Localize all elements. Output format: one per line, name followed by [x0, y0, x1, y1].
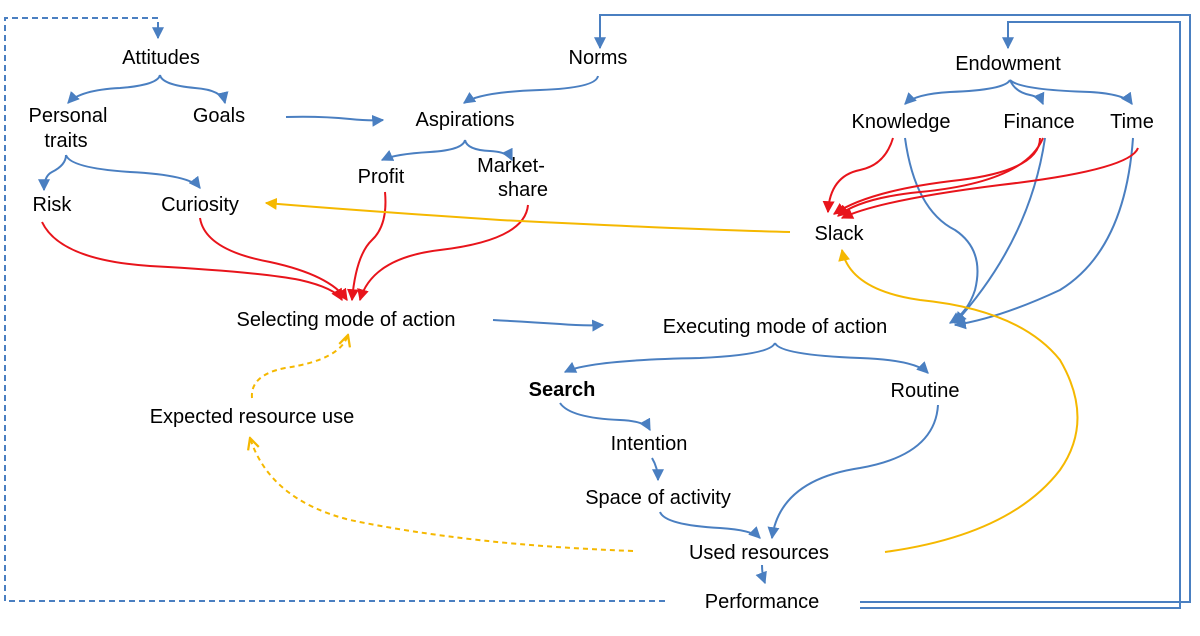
edge-performance-endowment-loop	[860, 21, 1181, 609]
node-slack: Slack	[815, 223, 865, 245]
edge-slack-curiosity	[264, 197, 791, 233]
edge-endowment-knowledge	[904, 79, 1011, 105]
edge-finance-slack-2	[837, 137, 1044, 217]
edge-aspirations-profit	[380, 139, 466, 161]
edge-traits-risk	[38, 154, 67, 192]
node-search: Search	[529, 379, 596, 401]
edge-risk-selecting	[41, 221, 343, 302]
edge-used-expected	[250, 438, 634, 552]
edge-finance-executing	[954, 137, 1046, 324]
node-executing-mode: Executing mode of action	[663, 316, 888, 338]
edge-endowment-time	[1009, 79, 1133, 105]
edge-curiosity-selecting	[199, 217, 348, 301]
node-performance: Performance	[705, 591, 820, 613]
node-selecting-mode: Selecting mode of action	[236, 309, 455, 331]
edge-profit-selecting	[346, 191, 387, 302]
node-finance: Finance	[1003, 111, 1074, 133]
edge-intention-space	[651, 457, 664, 482]
edge-search-intention	[559, 402, 651, 432]
edge-expected-selecting	[250, 335, 348, 399]
edge-time-executing	[953, 137, 1134, 330]
node-space-of-activity: Space of activity	[585, 487, 731, 509]
edge-goals-aspirations	[285, 114, 385, 127]
edge-time-slack	[840, 147, 1139, 219]
edge-performance-attitudes-loop	[4, 17, 665, 602]
nodes: Attitudes Personal traits Goals Norms As…	[29, 47, 1154, 613]
node-norms: Norms	[569, 47, 628, 69]
node-curiosity: Curiosity	[161, 194, 239, 216]
node-marketshare-line2: share	[498, 179, 548, 201]
node-goals: Goals	[193, 105, 245, 127]
edge-knowledge-executing	[904, 137, 979, 324]
edge-knowledge-slack	[822, 137, 894, 214]
edge-selecting-executing	[492, 319, 605, 332]
node-risk: Risk	[33, 194, 73, 216]
node-aspirations: Aspirations	[416, 109, 515, 131]
blue-edges	[4, 14, 1191, 609]
node-marketshare-line1: Market-	[477, 155, 545, 177]
edge-executing-search	[563, 342, 776, 373]
edge-attitudes-personal-traits	[67, 74, 161, 104]
node-profit: Profit	[358, 166, 405, 188]
edge-norms-aspirations	[463, 75, 599, 104]
red-edges	[41, 137, 1139, 302]
node-endowment: Endowment	[955, 53, 1061, 75]
node-attitudes: Attitudes	[122, 47, 200, 69]
edge-endowment-finance	[1009, 79, 1045, 106]
node-used-resources: Used resources	[689, 542, 829, 564]
node-personal-traits-line1: Personal	[29, 105, 108, 127]
edge-executing-routine	[774, 342, 929, 374]
edge-attitudes-goals	[159, 74, 229, 105]
node-intention: Intention	[611, 433, 688, 455]
node-knowledge: Knowledge	[852, 111, 951, 133]
node-expected-resource-use: Expected resource use	[150, 406, 355, 428]
node-time: Time	[1110, 111, 1154, 133]
edge-used-slack	[838, 248, 1079, 553]
node-personal-traits-line2: traits	[44, 130, 87, 152]
edge-space-used	[659, 511, 761, 539]
edge-traits-curiosity	[65, 154, 201, 189]
edge-performance-norms-loop	[594, 14, 1191, 603]
edge-marketshare-selecting	[357, 204, 529, 302]
node-routine: Routine	[891, 380, 960, 402]
yellow-edges	[250, 197, 1079, 553]
edge-used-performance	[755, 564, 767, 585]
edge-aspirations-marketshare	[464, 139, 513, 162]
edge-routine-used	[767, 404, 939, 540]
